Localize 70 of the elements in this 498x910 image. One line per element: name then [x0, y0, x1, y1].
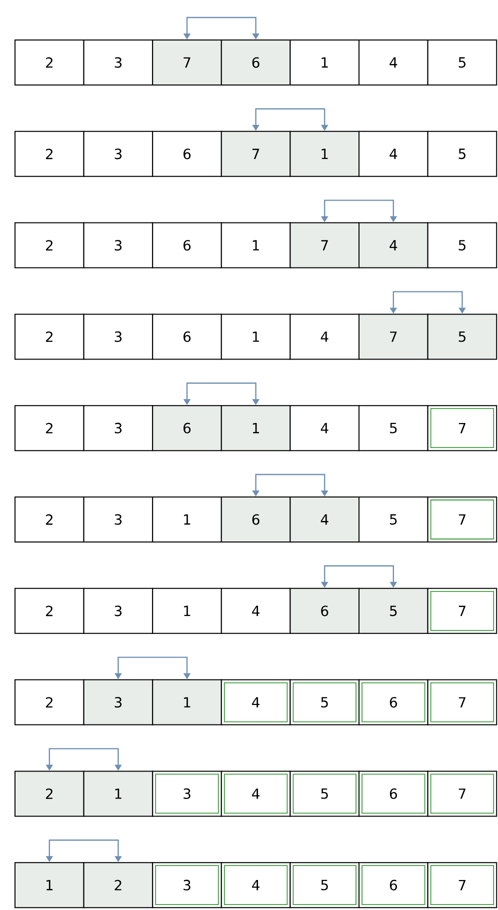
array-cell: 2 — [14, 40, 84, 86]
sorted-cell: 5 — [290, 770, 360, 817]
array-cell: 6 — [152, 314, 222, 360]
compared-cell: 7 — [152, 40, 222, 86]
compared-cell: 1 — [290, 130, 360, 177]
compared-cell: 7 — [220, 130, 291, 177]
array-cell: 3 — [83, 588, 154, 634]
compared-cell: 6 — [220, 496, 291, 542]
sorted-cell: 7 — [427, 679, 498, 726]
array-cell: 3 — [83, 496, 154, 542]
compared-cell: 7 — [290, 222, 360, 268]
array-cell: 3 — [83, 314, 154, 360]
sorted-cell: 5 — [290, 679, 360, 726]
sorted-cell: 7 — [427, 496, 498, 542]
compared-cell: 3 — [83, 679, 154, 726]
compared-cell: 6 — [220, 40, 291, 86]
sorted-cell: 7 — [427, 862, 498, 908]
array-cell: 3 — [83, 40, 154, 86]
array-cell: 1 — [152, 496, 222, 542]
array-cell: 2 — [14, 130, 84, 177]
array-cell: 4 — [290, 314, 360, 360]
compared-cell: 1 — [83, 770, 154, 817]
compared-cell: 1 — [220, 405, 291, 452]
array-cell: 2 — [14, 496, 84, 542]
compared-cell: 4 — [290, 496, 360, 542]
array-cell: 1 — [152, 588, 222, 634]
array-cell: 5 — [427, 130, 498, 177]
compared-cell: 4 — [358, 222, 428, 268]
sorted-cell: 7 — [427, 588, 498, 634]
compared-cell: 2 — [14, 770, 84, 817]
array-cell: 1 — [220, 314, 291, 360]
array-cell: 1 — [290, 40, 360, 86]
compared-cell: 1 — [152, 679, 222, 726]
compared-cell: 6 — [152, 405, 222, 452]
sorted-cell: 4 — [220, 862, 291, 908]
array-cell: 4 — [358, 40, 428, 86]
array-cell: 3 — [83, 130, 154, 177]
array-cell: 4 — [290, 405, 360, 452]
array-cell: 6 — [152, 222, 222, 268]
compared-cell: 6 — [290, 588, 360, 634]
sorted-cell: 6 — [358, 770, 428, 817]
array-cell: 5 — [427, 40, 498, 86]
compared-cell: 1 — [14, 862, 84, 908]
array-cell: 6 — [152, 130, 222, 177]
compared-cell: 2 — [83, 862, 154, 908]
array-cell: 4 — [220, 588, 291, 634]
sorted-cell: 7 — [427, 770, 498, 817]
array-cell: 1 — [220, 222, 291, 268]
array-cell: 5 — [358, 496, 428, 542]
sorted-cell: 4 — [220, 770, 291, 817]
sorted-cell: 7 — [427, 405, 498, 452]
sorted-cell: 5 — [290, 862, 360, 908]
sorted-cell: 6 — [358, 862, 428, 908]
array-cell: 2 — [14, 679, 84, 726]
array-cell: 3 — [83, 222, 154, 268]
sorted-cell: 4 — [220, 679, 291, 726]
array-cell: 2 — [14, 405, 84, 452]
sorted-cell: 3 — [152, 770, 222, 817]
array-cell: 5 — [358, 405, 428, 452]
array-cell: 4 — [358, 130, 428, 177]
sorted-cell: 3 — [152, 862, 222, 908]
array-cell: 2 — [14, 222, 84, 268]
array-cell: 2 — [14, 588, 84, 634]
sorted-cell: 6 — [358, 679, 428, 726]
array-cell: 3 — [83, 405, 154, 452]
compared-cell: 5 — [427, 314, 498, 360]
compared-cell: 7 — [358, 314, 428, 360]
compared-cell: 5 — [358, 588, 428, 634]
array-cell: 2 — [14, 314, 84, 360]
array-cell: 5 — [427, 222, 498, 268]
